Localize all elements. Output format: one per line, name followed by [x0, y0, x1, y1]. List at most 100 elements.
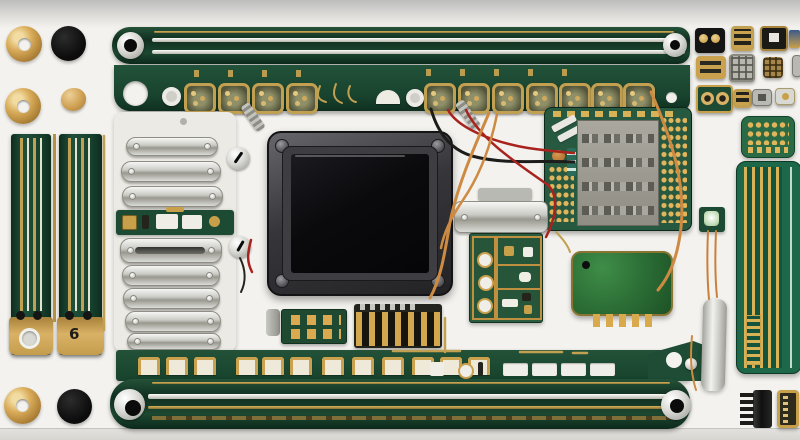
silver-trace	[152, 38, 680, 42]
white-slot	[561, 363, 586, 376]
orange-wire-center-2	[439, 112, 499, 250]
solder-ring	[406, 89, 424, 107]
round-screw	[229, 236, 251, 258]
gold-pad	[504, 246, 514, 256]
breakout-board	[281, 309, 347, 344]
white-pad	[502, 299, 518, 307]
gold-wire-short	[555, 231, 571, 253]
white-slot	[503, 363, 528, 376]
led-pad	[184, 83, 216, 114]
heatsink-bar	[121, 161, 221, 182]
pcb-section	[472, 236, 496, 320]
gold-pad	[122, 215, 137, 230]
staple-pad	[262, 357, 284, 375]
heatsink-bar	[126, 137, 218, 156]
heatsink-bar	[125, 311, 221, 332]
white-pad	[519, 272, 531, 282]
display-bezel	[282, 146, 438, 281]
gold-pad-row	[291, 315, 341, 325]
lcd-display-module	[267, 131, 453, 296]
chip-row	[582, 134, 654, 143]
dark-mark	[478, 362, 483, 376]
smd-chip-gold-frame-small	[733, 89, 752, 108]
led-lens	[704, 211, 719, 226]
orange-wire-thin	[690, 335, 697, 391]
dashed-gold-trace	[152, 416, 672, 420]
smd-chip-brown-grid	[763, 57, 783, 78]
chip-row	[582, 182, 654, 191]
led-pad	[424, 83, 456, 114]
chip-carrier-panel	[577, 120, 659, 226]
chip-row	[582, 158, 654, 167]
smd-chip-black-eyes	[695, 28, 725, 53]
bottom-pad-strip	[116, 341, 706, 381]
solder-ball	[61, 88, 86, 111]
gold-dot-grid	[747, 121, 789, 145]
staple-pad	[290, 357, 312, 375]
smd-chip-gold-striped	[696, 56, 726, 79]
drill-hole	[123, 81, 148, 106]
bottom-rail	[110, 379, 691, 429]
staple-pad	[236, 357, 258, 375]
edge-connector-strip-left-2: 6	[57, 134, 104, 355]
component-row-pcb	[116, 207, 234, 235]
white-dot-pad	[666, 92, 677, 103]
silver-trace	[148, 394, 674, 399]
gold-flag-traces	[178, 70, 308, 77]
pcb-section	[496, 288, 542, 320]
staple-pad	[352, 357, 374, 375]
bracket-spacer	[478, 188, 532, 201]
metal-clip-small	[266, 309, 280, 336]
gold-finger-tip	[9, 311, 53, 355]
gold-trace-wires	[391, 316, 589, 355]
solder-ring	[162, 87, 181, 106]
gold-trace	[154, 31, 674, 33]
pin1-dot	[582, 261, 590, 269]
display-screen	[291, 154, 429, 273]
gold-wire-left	[53, 134, 56, 322]
edge-connector-strip-right	[736, 161, 800, 374]
dark-chip	[522, 293, 531, 301]
corner-screw-top-right	[663, 33, 687, 57]
sensor-pcb	[469, 233, 543, 323]
smd-chip-green-rings	[696, 85, 733, 113]
white-pad	[523, 247, 533, 257]
gold-trace	[152, 382, 670, 384]
smd-chip-gold-dot	[775, 88, 795, 105]
heatsink-bar	[127, 333, 221, 350]
rubber-spacer-top	[51, 26, 86, 61]
tip-marking: 6	[69, 325, 80, 343]
gold-dash-row	[748, 147, 788, 153]
heatsink-bar	[122, 265, 220, 286]
silver-trace	[152, 50, 685, 54]
smd-chip-gray-grid	[729, 54, 755, 82]
white-pad	[430, 362, 444, 376]
top-rail	[112, 27, 690, 64]
corner-screw-bottom-left	[114, 389, 145, 420]
header-body	[753, 390, 772, 428]
dark-wire-short	[239, 257, 246, 293]
white-component	[182, 215, 202, 229]
staple-pad	[322, 357, 344, 375]
dark-component	[142, 215, 149, 229]
dotted-breakout-pcb	[741, 116, 795, 158]
smd-chip-gold-frame	[731, 26, 754, 51]
gold-squiggle-traces	[317, 83, 357, 104]
gold-ring-pad	[209, 216, 220, 227]
led-lead-wire	[714, 230, 718, 298]
gold-pad-row	[291, 329, 341, 339]
heatsink-bar	[123, 288, 220, 309]
red-wire-short	[246, 238, 254, 274]
white-ring-pad	[458, 363, 474, 379]
led-pad	[252, 83, 284, 114]
corner-screw-bottom-right	[661, 390, 691, 420]
bar-slot	[135, 247, 205, 254]
staple-pad	[166, 357, 188, 375]
gold-traces	[18, 138, 44, 311]
white-slot	[532, 363, 557, 376]
plate-hole	[180, 118, 187, 125]
led-component	[699, 207, 725, 232]
gold-label	[166, 207, 184, 212]
